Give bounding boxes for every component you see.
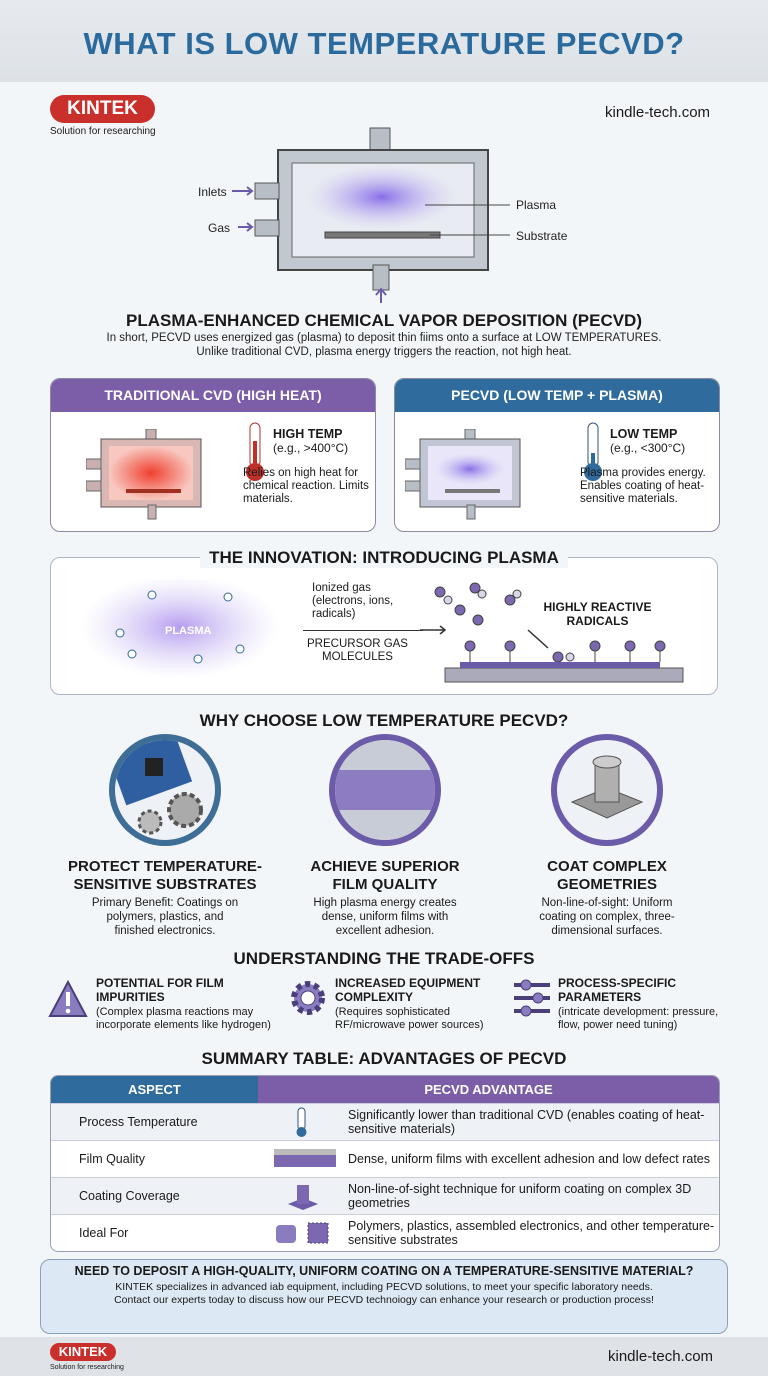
inlets-label: Inlets [198,185,227,199]
benefit-desc: Primary Benefit: Coatings on polymers, p… [91,897,239,937]
aspect-cell: Coating Coverage [51,1176,258,1214]
footer-tagline: Solution for researching [50,1364,124,1371]
gear-icon [291,981,325,1015]
warning-icon [48,980,88,1017]
tradeoff-desc: (intricate development: pressure, flow, … [558,1006,719,1031]
radicals-label: HIGHLY REACTIVE RADICALS [543,600,652,628]
aspect-cell: Process Temperature [51,1102,258,1140]
tradeoff-desc: (Requires sophisticated RF/microwave pow… [335,1006,484,1031]
tradeoff-title: POTENTIAL FOR FILM IMPURITIES [96,976,224,1004]
tradeoff-title: PROCESS-SPECIFIC PARAMETERS [558,976,677,1004]
thermometer-hot-icon [246,422,264,481]
sliders-icon [514,979,550,1017]
ionized-gas-label: Ionized gas (electrons, ions, radicals) [312,582,394,620]
hot-chamber-icon [86,429,202,520]
temp-label: HIGH TEMP [273,427,343,441]
traditional-cvd-card: TRADITIONAL CVD (HIGH HEAT) HIGH TEMP (e… [50,378,376,532]
aspect-cell: Film Quality [51,1139,258,1177]
header-band [0,0,768,82]
gas-label: Gas [208,221,231,235]
tradeoff-title: INCREASED EQUIPMENT COMPLEXITY [335,976,481,1004]
footer-kintek-logo[interactable]: KINTEK [50,1343,116,1361]
tradeoff-desc: (Complex plasma reactions may incorporat… [96,1006,271,1031]
plasma-cloud-illustration [80,575,280,679]
deposition-illustration [420,582,684,683]
card-desc: Plasma provides energy. Enables coating … [580,467,706,505]
electronics-chip-icon [276,1222,329,1244]
benefit-desc: High plasma energy creates dense, unifor… [313,897,457,937]
summary-heading: SUMMARY TABLE: ADVANTAGES OF PECVD [201,1049,567,1068]
cta-line-1: KINTEK specializes in advanced iab equip… [115,1281,653,1293]
plasma-cloud [307,165,457,229]
temp-value: (e.g., <300°C) [610,441,686,455]
footer-website-link[interactable]: kindle-tech.com [608,1348,714,1365]
intro-text: In short, PECVD uses energized gas (plas… [106,332,662,358]
cta-heading: NEED TO DEPOSIT A HIGH-QUALITY, UNIFORM … [74,1264,694,1278]
temp-value: (e.g., >400°C) [273,441,349,455]
column-header-advantage: PECVD ADVANTAGE [258,1076,719,1103]
table-row: Process Temperature Significantly lower t… [51,1102,719,1140]
website-link[interactable]: kindle-tech.com [605,104,711,121]
benefit-title: COAT COMPLEX GEOMETRIES [547,858,667,893]
intro-heading: PLASMA-ENHANCED CHEMICAL VAPOR DEPOSITIO… [125,311,642,330]
3d-part-icon [288,1184,318,1210]
card-desc: Relies on high heat for chemical reactio… [243,467,369,505]
pecvd-card: PECVD (LOW TEMP + PLASMA) LOW TEMP (e.g.… [394,378,720,532]
benefit-desc: Non-line-of-sight: Uniform coating on co… [539,897,675,937]
why-heading: WHY CHOOSE LOW TEMPERATURE PECVD? [199,711,569,730]
plasma-text: PLASMA [165,625,212,637]
tradeoffs-heading: UNDERSTANDING THE TRADE-OFFS [233,949,535,968]
aspect-cell: Ideal For [51,1213,258,1251]
film-icon [274,1148,336,1167]
plasma-label: Plasma [516,198,557,212]
card-title: TRADITIONAL CVD (HIGH HEAT) [51,379,375,412]
benefit-title: PROTECT TEMPERATURE-SENSITIVE SUBSTRATES [68,858,262,893]
card-title: PECVD (LOW TEMP + PLASMA) [395,379,719,412]
cta-line-2: Contact our experts today to discuss how… [114,1294,654,1306]
complex-part-icon [551,734,663,846]
cta-box: NEED TO DEPOSIT A HIGH-QUALITY, UNIFORM … [40,1259,728,1334]
electronics-icon [109,734,221,846]
advantage-cell: Significantly lower than traditional CVD… [348,1107,705,1136]
precursor-label: PRECURSOR GAS MOLECULES [307,638,408,663]
advantage-cell: Dense, uniform films with excellent adhe… [348,1151,710,1166]
substrate-label: Substrate [516,229,568,243]
innovation-heading: THE INNOVATION: INTRODUCING PLASMA [200,548,568,568]
thermometer-cold-icon [584,422,602,481]
advantage-cell: Polymers, plastics, assembled electronic… [348,1218,715,1247]
table-row: Ideal For Polymers, plastics, assembled e… [51,1213,719,1251]
logo-tagline: Solution for researching [50,126,156,137]
thermometer-icon [296,1107,307,1137]
plasma-chamber-icon [405,429,521,520]
page-title: WHAT IS LOW TEMPERATURE PECVD? [83,26,685,61]
divider [303,630,423,631]
table-row: Coating Coverage Non-line-of-sight techni… [51,1176,719,1214]
advantage-cell: Non-line-of-sight technique for uniform … [348,1181,692,1210]
table-row: Film Quality Dense, uniform films with ex… [51,1139,719,1177]
column-header-aspect: ASPECT [51,1076,258,1103]
kintek-logo[interactable]: KINTEK [50,95,155,123]
pecvd-chamber-diagram [232,127,510,303]
benefit-title: ACHIEVE SUPERIOR FILM QUALITY [310,858,460,893]
footer-band [0,1337,768,1376]
temp-label: LOW TEMP [610,427,678,441]
film-layer-icon [329,734,441,846]
